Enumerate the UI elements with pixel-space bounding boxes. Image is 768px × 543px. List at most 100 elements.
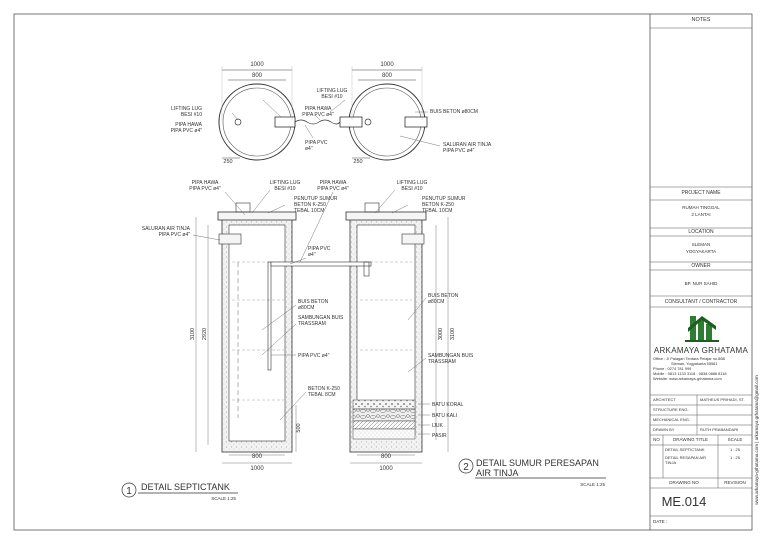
sec-buis-left-1: BUIS BETON xyxy=(298,299,329,305)
plan-saluran-2: PIPA PVC ø4" xyxy=(443,148,475,154)
title-1-number: 1 xyxy=(126,486,132,497)
dim-inner-left: 800 xyxy=(252,73,263,79)
drawing-no-label: DRAWING NO xyxy=(669,480,699,485)
sec-saluran-2: PIPA PVC ø4" xyxy=(159,232,191,238)
sec-beton-2: TEBAL 8CM xyxy=(308,392,336,398)
title-1-scale: SCALE 1:25 xyxy=(211,496,236,501)
sec-pvc-top-1: PIPA PVC xyxy=(308,246,331,252)
firm-office: Office : Jl Palagan Tentara Pelajar no.8… xyxy=(653,356,727,381)
plan-left-lug-1: LIFTING LUG xyxy=(171,106,202,112)
sec-sambungan-right-1: SAMBUNGAN BUIS xyxy=(428,353,474,359)
plan-left-pvc-1: PIPA PVC xyxy=(305,140,328,146)
dim-2920: 2920 xyxy=(202,328,208,340)
dim-3000: 3000 xyxy=(438,328,444,340)
dim-inner-right: 800 xyxy=(382,73,393,79)
location-label: LOCATION xyxy=(688,229,714,235)
location-line-1: SLEMAN xyxy=(691,242,711,247)
sec-hawa-left-2: PIPA PVC ø4" xyxy=(189,186,221,192)
dim-bottom-left-outer: 1000 xyxy=(250,466,264,472)
sec-lug-1a: LIFTING LUG xyxy=(270,180,301,186)
sec-buis-right-2: ø80CM xyxy=(428,299,444,305)
architect-value: MATHEUS PRIHADI, ST. xyxy=(700,397,745,402)
sec-penutup-right-2: BETON K-250 xyxy=(422,202,454,208)
owner-name: BP. NUR SAHID xyxy=(684,281,718,286)
plan-saluran-1: SALURAN AIR TINJA xyxy=(443,142,492,148)
sec-pvc-top-2: ø4" xyxy=(308,252,316,258)
plan-right-hawa-2: PIPA PVC ø4" xyxy=(302,112,334,118)
sec-pvc-mid: PIPA PVC ø4" xyxy=(298,353,330,359)
layer-batu-kali xyxy=(352,408,416,422)
dim-500: 500 xyxy=(296,423,302,432)
plan-left-lug-2: BESI #10 xyxy=(181,112,202,118)
title-2-number: 2 xyxy=(463,462,469,473)
dim-bottom-left: 250 xyxy=(223,159,232,165)
plan-view-sumur xyxy=(339,66,428,161)
sec-pasir: PASIR xyxy=(432,433,447,439)
sec-sambungan-right-2: TRASSRAM xyxy=(428,359,456,365)
layer-pasir xyxy=(352,428,416,440)
office-line-3: Phone : 0274 781 999 xyxy=(653,366,692,371)
title-2-line-2: AIR TINJA xyxy=(476,468,518,478)
notes-label: NOTES xyxy=(691,17,711,23)
sec-beton-1: BETON K-250 xyxy=(308,386,340,392)
drawn-by-label: DRAWN BY xyxy=(653,427,675,432)
revision-label: REVISION xyxy=(724,480,746,485)
plan-right-lug-1: LIFTING LUG xyxy=(317,88,348,94)
dim-3100-left: 3100 xyxy=(190,328,196,340)
table-head-title: DRAWING TITLE xyxy=(672,437,708,442)
drawn-by-value: RUTH PRABANDARI xyxy=(700,427,739,432)
side-contact-text: www.arkamaya-grhatama.com | arkamaya.grh… xyxy=(754,375,759,505)
connecting-pipe xyxy=(270,261,372,267)
plan-right-hawa-1: PIPA HAWA xyxy=(305,106,332,112)
plan-buis-beton: BUIS BETON ø80CM xyxy=(430,109,478,115)
title-1-text: DETAIL SEPTICTANK xyxy=(141,482,230,492)
sec-penutup-left-3: TEBAL 10CM xyxy=(294,208,324,214)
dim-bottom-right: 250 xyxy=(353,159,362,165)
sec-lug-2a: LIFTING LUG xyxy=(397,180,428,186)
sec-penutup-right-1: PENUTUP SUMUR xyxy=(422,196,466,202)
plan-left-pvc-2: ø4" xyxy=(305,146,313,152)
location-line-2: YOGYAKARTA xyxy=(685,249,717,254)
consultant-label: CONSULTANT / CONTRACTOR xyxy=(664,299,738,305)
sec-penutup-left-1: PENUTUP SUMUR xyxy=(294,196,338,202)
dim-bottom-left-inner: 800 xyxy=(252,454,263,460)
firm-name: ARKAMAYA GRHATAMA xyxy=(653,346,749,355)
table-head-no: NO xyxy=(653,437,660,442)
sec-saluran-1: SALURAN AIR TINJA xyxy=(142,226,191,232)
office-line-1: Office : Jl Palagan Tentara Pelajar no.8… xyxy=(653,356,726,361)
plan-left-hawa-1: PIPA HAWA xyxy=(175,122,202,128)
sec-batu-kali: BATU KALI xyxy=(432,413,457,419)
date-label: DATE : xyxy=(653,519,668,524)
architect-label: ARCHITECT xyxy=(653,397,676,402)
layer-ijuk xyxy=(352,420,416,430)
office-line-4: Mobile : 0813 1133 3118 - 0838 0886 8118 xyxy=(653,371,727,376)
table-head-scale: SCALE xyxy=(727,437,743,442)
project-name-label: PROJECT NAME xyxy=(681,190,721,196)
firm-logo xyxy=(685,313,719,345)
sec-lug-1b: BESI #10 xyxy=(274,186,295,192)
sec-sambungan-left-2: TRASSRAM xyxy=(298,321,326,327)
dim-bottom-right-inner: 800 xyxy=(381,454,392,460)
title-2-line-1: DETAIL SUMUR PERESAPAN xyxy=(476,458,599,468)
dim-outer-left: 1000 xyxy=(250,62,264,68)
sec-buis-right-1: BUIS BETON xyxy=(428,293,459,299)
pipe-wave xyxy=(294,119,341,125)
owner-label: OWNER xyxy=(691,263,711,269)
project-name-line-2: 2 LANTAI xyxy=(691,212,711,217)
office-line-5: Website: www.arkamaya-grhatama.com xyxy=(653,376,722,381)
sec-batu-koral: BATU KORAL xyxy=(432,402,464,408)
structure-label: STRUCTURE ENG. xyxy=(653,407,689,412)
section-septictank xyxy=(217,202,297,453)
plan-view-septictank xyxy=(218,66,296,161)
sec-lug-2b: BESI #10 xyxy=(401,186,422,192)
title-2-scale: SCALE 1:25 xyxy=(580,482,605,487)
sec-sambungan-left-1: SAMBUNGAN BUIS xyxy=(298,315,344,321)
plan-labels: 1000 800 250 1000 800 250 LIFTING LUG BE… xyxy=(171,62,492,165)
title-sumur: 2 DETAIL SUMUR PERESAPAN AIR TINJA SCALE… xyxy=(458,458,606,487)
sec-penutup-left-2: BETON K-250 xyxy=(294,202,326,208)
project-name-line-1: RUMAH TINGGAL xyxy=(682,205,720,210)
sec-hawa-left-1: PIPA HAWA xyxy=(192,180,219,186)
dim-bottom-right-outer: 1000 xyxy=(379,466,393,472)
table-row-2-scale: 1 : 25 xyxy=(729,455,740,460)
plan-left-hawa-2: PIPA PVC ø4" xyxy=(171,128,203,134)
